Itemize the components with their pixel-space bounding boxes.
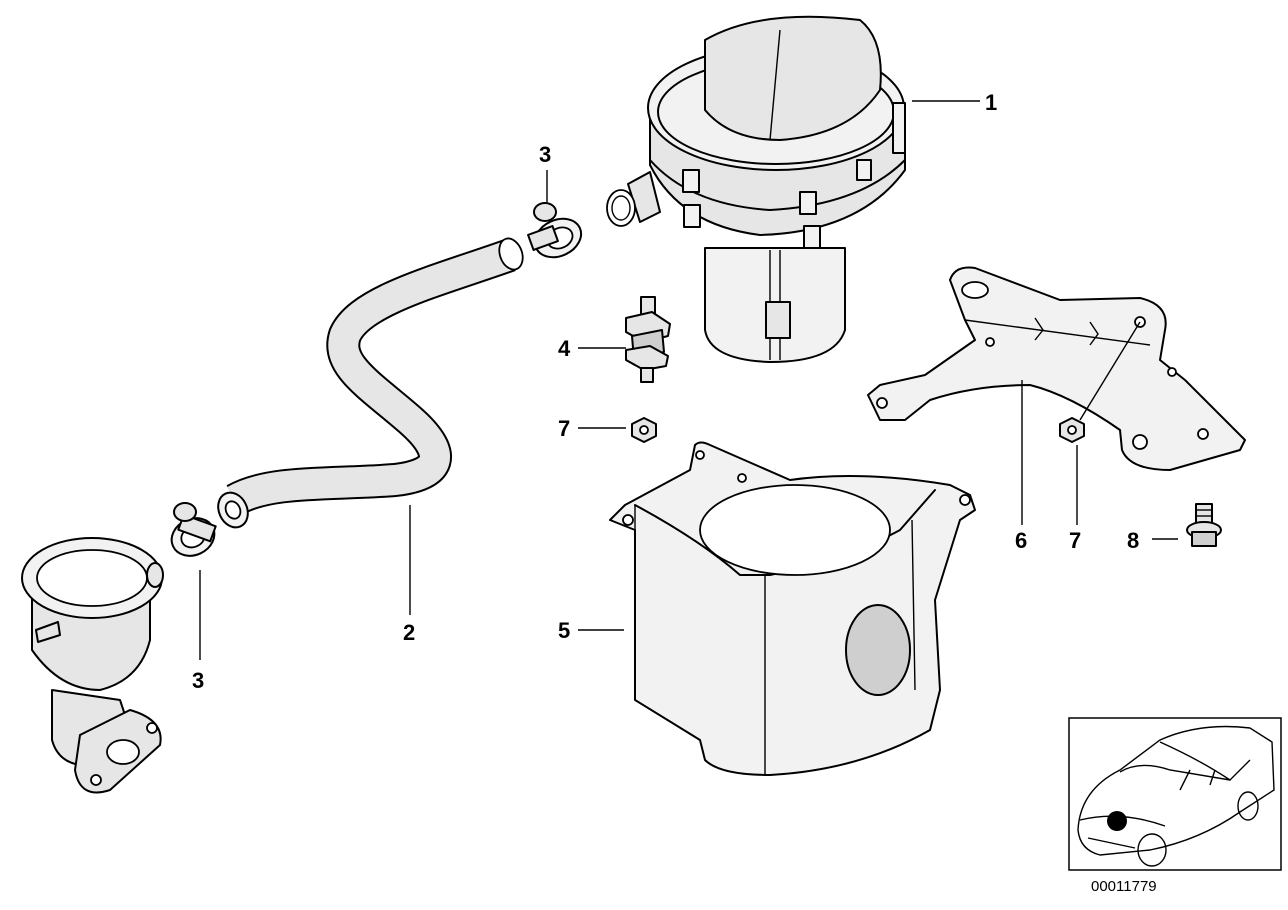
callout-1: 1 (985, 90, 997, 115)
rubber-mount (625, 296, 671, 383)
vehicle-locator-inset (1068, 717, 1282, 871)
flange-bolt (1186, 503, 1222, 547)
heat-shield (609, 441, 976, 776)
callout-7-right: 7 (1069, 528, 1081, 553)
mounting-bracket (867, 266, 1246, 471)
document-number: 00011779 (1091, 878, 1157, 895)
callout-4: 4 (558, 336, 571, 361)
callout-2: 2 (403, 620, 415, 645)
air-pump (606, 15, 906, 363)
hex-nut-right (1059, 417, 1085, 443)
callout-5: 5 (558, 618, 570, 643)
callout-6: 6 (1015, 528, 1027, 553)
callout-8: 8 (1127, 528, 1139, 553)
callout-7-left: 7 (558, 416, 570, 441)
hex-nut-left (631, 417, 657, 443)
hose-clamp-upper (527, 202, 583, 259)
leader-lines (199, 100, 1178, 660)
callout-3-upper: 3 (539, 142, 551, 167)
hose-clamp-lower (170, 502, 217, 557)
check-valve (21, 537, 164, 794)
hose (217, 237, 524, 529)
location-marker (1107, 811, 1127, 831)
callout-3-lower: 3 (192, 668, 204, 693)
car-silhouette (1077, 725, 1275, 867)
